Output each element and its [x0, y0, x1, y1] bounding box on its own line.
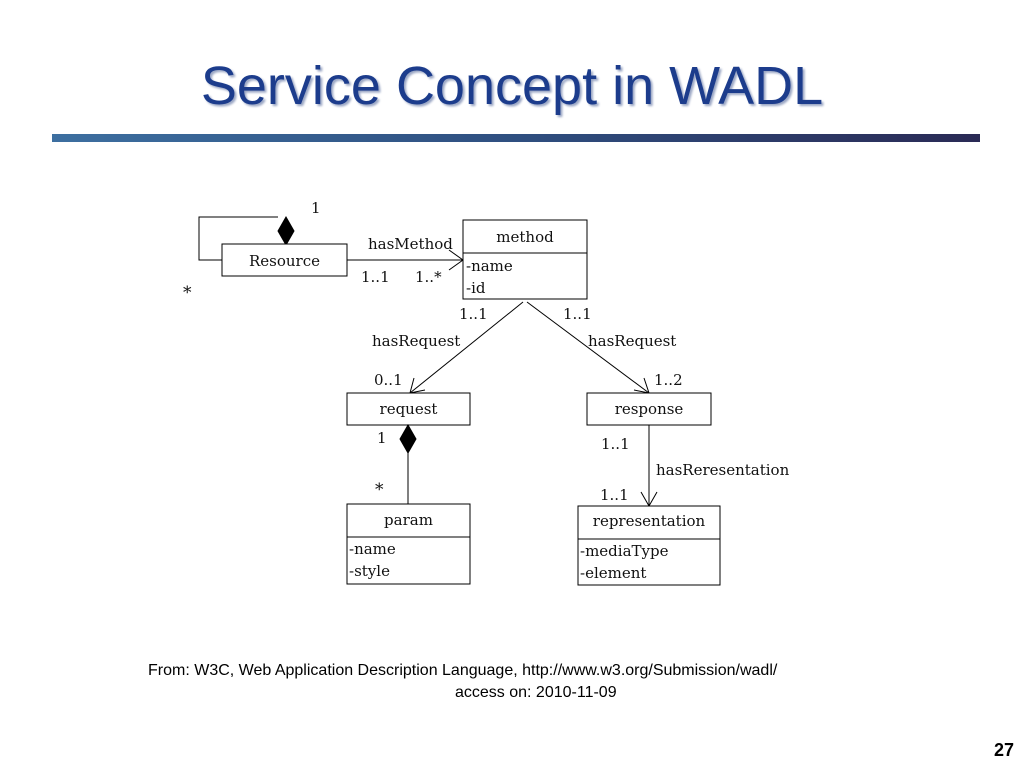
class-representation-attr-element: -element — [580, 564, 646, 582]
class-resource-name: Resource — [249, 252, 320, 270]
has-response-line — [526, 301, 650, 394]
title-divider — [52, 134, 980, 142]
slide-title: Service Concept in WADL — [200, 56, 824, 116]
class-method-attr-name: -name — [466, 257, 513, 275]
has-method-mult-target: 1..* — [415, 268, 442, 286]
class-representation-name: representation — [593, 512, 706, 530]
has-representation-mult-source: 1..1 — [601, 435, 630, 453]
class-param: param -name -style — [346, 503, 471, 585]
class-method-attr-id: -id — [466, 279, 486, 297]
has-response-mult-source: 1..1 — [563, 305, 592, 323]
class-method: method -name -id — [462, 219, 588, 300]
has-response-mult-target: 1..2 — [654, 371, 683, 389]
has-representation-label: hasReresentation — [656, 461, 790, 479]
class-request-name: request — [380, 400, 438, 418]
class-param-attr-name: -name — [349, 540, 396, 558]
page-number: 27 — [993, 740, 1014, 760]
class-resource: Resource — [221, 243, 348, 277]
resource-self-association — [198, 216, 278, 261]
has-representation-mult-target: 1..1 — [600, 486, 629, 504]
source-line-1: From: W3C, Web Application Description L… — [148, 662, 778, 679]
request-param-mult-part: * — [375, 480, 384, 500]
has-method-label: hasMethod — [368, 235, 453, 253]
has-method-mult-source: 1..1 — [361, 268, 390, 286]
has-request-mult-source: 1..1 — [459, 305, 488, 323]
has-request-line — [409, 301, 524, 394]
class-method-name: method — [496, 228, 554, 246]
class-param-attr-style: -style — [349, 562, 390, 580]
self-mult-whole: 1 — [311, 199, 321, 217]
class-response-name: response — [615, 400, 684, 418]
resource-composition-diamond — [277, 215, 295, 247]
has-request-mult-target: 0..1 — [374, 371, 403, 389]
class-response: response — [586, 392, 712, 426]
has-response-label: hasRequest — [588, 332, 676, 350]
class-representation-attr-mediatype: -mediaType — [580, 542, 669, 560]
request-composition-diamond — [399, 423, 417, 455]
class-request: request — [346, 392, 471, 426]
source-line-2: access on: 2010-11-09 — [455, 684, 617, 701]
has-request-label: hasRequest — [372, 332, 460, 350]
class-representation: representation -mediaType -element — [577, 505, 721, 586]
self-mult-part: * — [183, 283, 192, 303]
request-param-mult-whole: 1 — [377, 429, 387, 447]
class-param-name: param — [384, 511, 433, 529]
